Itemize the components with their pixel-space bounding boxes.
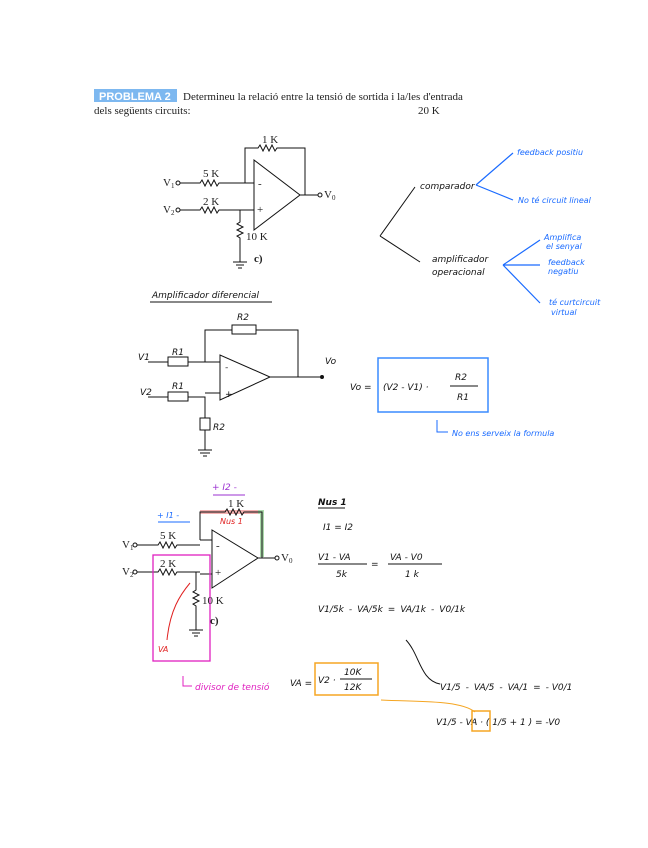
va-eq-box <box>314 662 379 696</box>
nodal-equations: Nus 1 I1 = I2 V1 - VA 5k = VA - V0 1 k V… <box>318 498 572 732</box>
r1-label: 5 K <box>160 530 176 542</box>
v1-label: V1 <box>122 539 134 552</box>
r2-label: 2 K <box>203 196 219 208</box>
va-eq-lhs: VA = <box>290 679 312 689</box>
rg-label: 10 K <box>202 595 224 607</box>
r1-label: 5 K <box>203 168 219 180</box>
eq-term: VA/5 <box>474 683 495 693</box>
eq-term: - <box>466 683 469 693</box>
v1-label: V1 <box>163 177 175 190</box>
minus-input: - <box>258 178 262 190</box>
eq-5: V1/5 - VA · ( 1/5 + 1 ) = -V0 <box>436 718 560 728</box>
eq-2-equals: = <box>371 560 379 570</box>
v2-label: V2 <box>163 204 175 217</box>
r2-label: 2 K <box>160 558 176 570</box>
amplificador-node-line2: operacional <box>432 268 485 278</box>
stray-label: 20 K <box>418 105 440 117</box>
r2-top-label: R2 <box>237 313 249 323</box>
amplifica-node-1: Amplifica <box>543 233 581 242</box>
va-eq: V2 · <box>318 676 336 686</box>
circuit-3: + I1 - + I2 - Nus 1 1 K 5 K 2 K 10 K V1 … <box>122 483 476 713</box>
minus-input: - <box>225 363 228 373</box>
plus-input: + <box>215 567 221 579</box>
eq-2-num-r: VA - V0 <box>390 553 423 563</box>
i2-label: + I2 - <box>212 483 237 493</box>
node-label: Nus 1 <box>220 517 243 526</box>
comparador-node: comparador <box>420 182 476 192</box>
curt-node-1: té curtcircuit <box>549 297 601 307</box>
rf-label: 1 K <box>228 498 244 510</box>
vo-label: Vo <box>325 357 337 367</box>
fb-neg-node-2: negatiu <box>548 267 578 276</box>
differential-title: Amplificador diferencial <box>151 291 260 301</box>
problem-badge-bg <box>94 89 177 102</box>
eq-term: VA/5k <box>357 605 383 615</box>
eq-4: V1/5-VA/5-VA/1=- V0/1 <box>440 683 572 693</box>
eq-3: V1/5k-VA/5k=VA/1k-V0/1k <box>318 605 466 615</box>
eq-2-num-l: V1 - VA <box>318 553 351 563</box>
formula-den: R1 <box>457 393 469 403</box>
r1a-label: R1 <box>172 348 184 358</box>
plus-input: + <box>257 204 263 216</box>
rg-label: 10 K <box>246 231 268 243</box>
eq-term: = <box>533 683 541 693</box>
plus-input: + <box>225 390 233 400</box>
eq-1: I1 = I2 <box>323 523 353 533</box>
eq-term: V1/5k <box>318 605 345 615</box>
mind-map: comparador feedback positiu No té circui… <box>379 148 601 317</box>
eq-term: V1/5 <box>440 683 461 693</box>
feedback-positiu-node: feedback positiu <box>517 148 583 157</box>
rf-label: 1 K <box>262 134 278 146</box>
divisor-label: divisor de tensió <box>195 682 270 693</box>
vo-label: V0 <box>281 552 293 565</box>
eq-term: - <box>499 683 502 693</box>
problem-statement-line2: dels següents circuits: <box>94 105 191 117</box>
va-den: 12K <box>344 683 362 693</box>
eq-term: V0/1k <box>439 605 466 615</box>
problem-badge: PROBLEMA 2 <box>99 91 171 103</box>
v2-label: V2 <box>122 566 134 579</box>
formula-box <box>377 357 489 413</box>
vo-label: V0 <box>324 189 336 202</box>
formula-note: No ens serveix la formula <box>452 429 554 438</box>
va-num: 10K <box>344 668 362 678</box>
amplificador-node-line1: amplificador <box>432 255 489 265</box>
differential-amplifier: Amplificador diferencial R2 R1 R1 V1 V2 … <box>138 291 554 457</box>
eq-term: - <box>431 605 434 615</box>
fb-neg-node-1: feedback <box>548 258 585 267</box>
eq-title: Nus 1 <box>318 498 347 508</box>
eq-term: - <box>349 605 352 615</box>
eq-term: VA/1k <box>400 605 426 615</box>
no-lineal-node: No té circuit lineal <box>518 195 592 205</box>
eq-2-den-r: 1 k <box>405 570 420 580</box>
formula-mid: (V2 - V1) · <box>383 383 429 393</box>
eq-term: = <box>388 605 396 615</box>
v1-label: V1 <box>138 353 150 363</box>
circuit-label: c) <box>210 615 219 627</box>
curt-node-2: virtual <box>551 308 577 317</box>
formula-num: R2 <box>455 373 467 383</box>
r2-bottom-label: R2 <box>213 423 225 433</box>
v2-label: V2 <box>140 388 152 398</box>
amplifica-node-2: el senyal <box>546 242 582 251</box>
problem-statement-line1: Determineu la relació entre la tensió de… <box>183 91 463 103</box>
i1-label: + I1 - <box>157 511 179 520</box>
eq-term: VA/1 <box>508 683 528 693</box>
divisor-box <box>152 554 211 662</box>
r1b-label: R1 <box>172 382 184 392</box>
eq-term: - V0/1 <box>546 683 573 693</box>
minus-input: - <box>216 540 220 552</box>
va-label: VA <box>158 645 168 654</box>
eq-2-den-l: 5k <box>336 570 348 580</box>
formula-lhs: Vo = <box>350 383 372 393</box>
circuit-1: 1 K 5 K 2 K 10 K V1 V2 V0 - + c) <box>163 134 336 269</box>
circuit-label: c) <box>254 253 263 265</box>
